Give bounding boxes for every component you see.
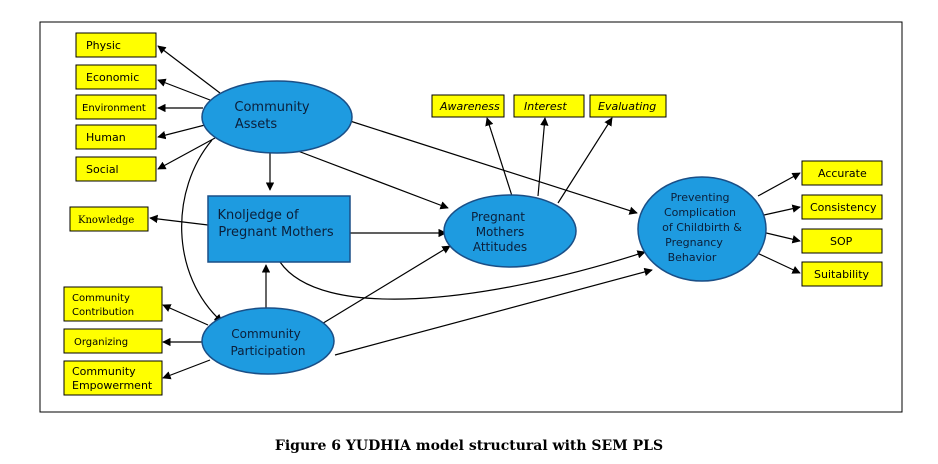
indicator-contribution-line1: Community — [72, 293, 130, 304]
arrow-assets-economic — [157, 78, 211, 101]
indicator-boxes — [63, 32, 883, 396]
arrow-knowledge-preventing — [279, 250, 646, 300]
indicator-empowerment-line2: Empowerment — [72, 379, 153, 392]
construct-attitudes-shape — [443, 194, 577, 268]
indicator-environment-box — [75, 94, 157, 120]
construct-knowledge-line2: Pregnant Mothers — [218, 225, 333, 240]
construct-knowledge-shape — [207, 195, 351, 263]
arrow-knowledge-indicator — [149, 214, 209, 226]
indicator-awareness: Awareness — [439, 100, 500, 113]
indicator-labels: Physic Economic Environment Human Social… — [72, 39, 877, 392]
construct-labels: Community Assets Knoljedge of Pregnant M… — [217, 100, 742, 358]
indicator-sop-box — [801, 228, 883, 254]
constructs — [201, 80, 767, 375]
indicator-physic: Physic — [86, 39, 121, 52]
construct-participation-line1: Community — [231, 327, 300, 341]
construct-attitudes-line1: Pregnant — [471, 210, 525, 224]
indicator-human: Human — [86, 131, 126, 144]
arrow-attitudes-interest — [537, 117, 549, 197]
indicator-empowerment-box — [63, 360, 163, 396]
arrow-assets-human — [157, 124, 206, 140]
figure-caption: Figure 6 YUDHIA model structural with SE… — [274, 438, 664, 454]
indicator-contribution-line2: Contribution — [72, 307, 134, 318]
arrow-preventing-suitability — [754, 251, 801, 274]
indicator-interest-box — [513, 94, 585, 118]
indicator-interest: Interest — [524, 100, 567, 113]
arrow-participation-empowerment — [162, 359, 211, 380]
indicator-organizing-box — [63, 328, 163, 354]
arrow-participation-attitudes — [319, 245, 451, 326]
arrow-participation-contribution — [162, 304, 209, 326]
arrow-participation-preventing — [334, 267, 653, 356]
paths — [149, 45, 801, 380]
arrow-preventing-consistency — [763, 204, 801, 216]
construct-attitudes-line2: Mothers — [476, 225, 525, 239]
indicator-physic-box — [75, 32, 157, 58]
indicator-human-box — [75, 124, 157, 150]
construct-preventing-line1: Preventing — [670, 191, 729, 204]
arrow-assets-participation — [181, 139, 223, 323]
indicator-social: Social — [86, 163, 119, 176]
construct-preventing-line4: Pregnancy — [665, 236, 723, 249]
indicator-empowerment-line1: Community — [72, 365, 136, 378]
indicator-knowledge: Knowledge — [78, 215, 134, 226]
arrow-assets-physic — [157, 45, 221, 94]
construct-preventing-line2: Complication — [664, 206, 736, 219]
indicator-evaluating: Evaluating — [598, 100, 656, 113]
indicator-economic: Economic — [86, 71, 139, 84]
indicator-suitability-box — [801, 261, 883, 287]
indicator-economic-box — [75, 64, 157, 90]
arrow-attitudes-awareness — [485, 117, 513, 197]
construct-assets-line1: Community — [234, 100, 310, 115]
construct-attitudes-line3: Attitudes — [473, 240, 527, 254]
indicator-awareness-box — [431, 94, 505, 118]
construct-knowledge-line1: Knoljedge of — [217, 208, 299, 223]
indicator-consistency-box — [801, 194, 883, 220]
indicator-evaluating-box — [589, 94, 667, 118]
indicator-environment: Environment — [82, 103, 146, 114]
arrow-attitudes-evaluating — [557, 117, 613, 204]
arrow-assets-preventing — [349, 120, 638, 215]
arrow-assets-attitudes — [289, 147, 449, 210]
construct-preventing-shape — [637, 176, 767, 282]
construct-participation-line2: Participation — [231, 344, 306, 358]
indicator-consistency: Consistency — [810, 201, 877, 214]
indicator-organizing: Organizing — [74, 337, 128, 348]
indicator-suitability: Suitability — [814, 268, 870, 281]
construct-participation-shape — [201, 307, 335, 375]
construct-preventing-line5: Behavior — [668, 251, 717, 264]
arrow-preventing-sop — [761, 231, 801, 244]
indicator-sop: SOP — [830, 235, 853, 248]
indicator-contribution-box — [63, 286, 163, 322]
arrow-preventing-accurate — [757, 172, 801, 197]
indicator-accurate: Accurate — [818, 167, 867, 180]
indicator-social-box — [75, 156, 157, 182]
indicator-knowledge-box — [69, 206, 149, 232]
arrow-assets-social — [157, 137, 216, 170]
construct-assets-shape — [201, 80, 353, 154]
construct-assets-line2: Assets — [235, 117, 278, 132]
indicator-accurate-box — [801, 160, 883, 186]
construct-preventing-line3: of Childbirth & — [662, 221, 742, 234]
